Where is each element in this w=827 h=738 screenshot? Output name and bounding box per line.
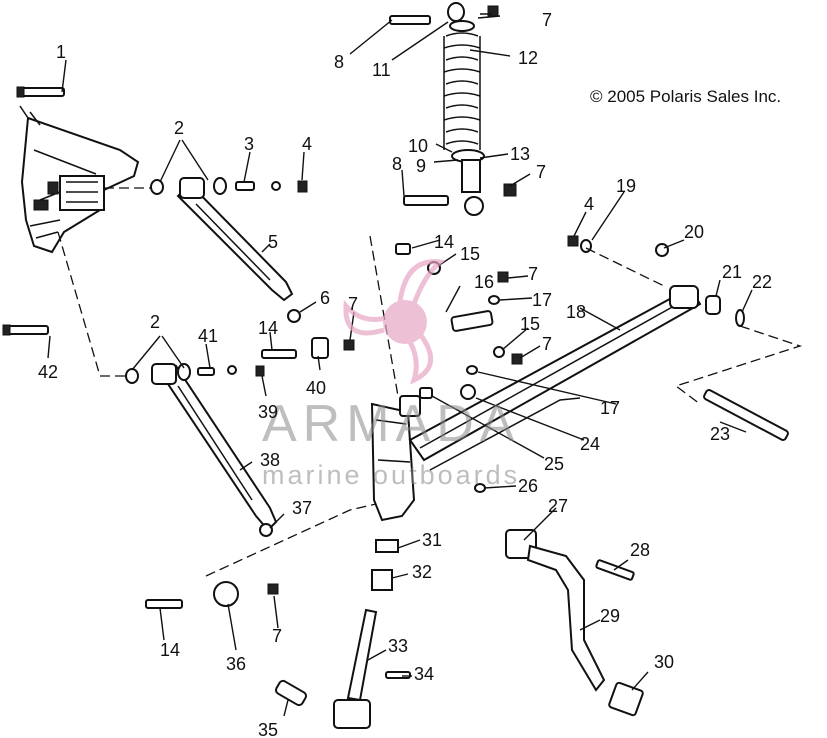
part-label: 7 — [528, 264, 538, 284]
part-label: 21 — [722, 262, 742, 282]
part-label: 7 — [348, 294, 358, 314]
part-label: 18 — [566, 302, 586, 322]
part-label: 1 — [56, 42, 66, 62]
part-label: 28 — [630, 540, 650, 560]
part-label: 13 — [510, 144, 530, 164]
part-label: 39 — [258, 402, 278, 422]
part-label: 38 — [260, 450, 280, 470]
brake-linkage — [505, 529, 644, 717]
part-label: 25 — [544, 454, 564, 474]
part-label: 37 — [292, 498, 312, 518]
part-label: 2 — [174, 118, 184, 138]
shock-absorber — [389, 2, 517, 216]
part-label: 32 — [412, 562, 432, 582]
bolt-42 — [2, 324, 49, 336]
part-label: 7 — [536, 162, 546, 182]
copyright-text: © 2005 Polaris Sales Inc. — [590, 87, 781, 106]
trailing-arm — [408, 285, 789, 471]
part-label: 7 — [272, 626, 282, 646]
watermark-logo — [343, 259, 446, 385]
part-label: 8 — [334, 52, 344, 72]
part-label: 11 — [372, 60, 391, 80]
part-label: 33 — [388, 636, 408, 656]
part-label: 3 — [244, 134, 254, 154]
part-label: 35 — [258, 720, 278, 738]
watermark-title: ARMADA — [262, 395, 520, 453]
part-label: 41 — [198, 326, 218, 346]
part-label: 42 — [38, 362, 58, 382]
part-label: 14 — [160, 640, 180, 660]
part-label: 29 — [600, 606, 620, 626]
part-label: 23 — [710, 424, 730, 444]
watermark-subtitle: marine outboards — [262, 460, 520, 490]
watermark: ARMADA marine outboards — [262, 259, 520, 490]
part-label: 6 — [320, 288, 330, 308]
part-label: 16 — [474, 272, 494, 292]
part-label: 22 — [752, 272, 772, 292]
part-label: 8 — [392, 154, 402, 174]
part-label: 27 — [548, 496, 568, 516]
part-label: 34 — [414, 664, 434, 684]
part-label: 19 — [616, 176, 636, 196]
part-label: 40 — [306, 378, 326, 398]
part-label: 7 — [542, 334, 552, 354]
spindle-post — [274, 395, 421, 729]
part-label: 15 — [520, 314, 540, 334]
upper-a-arm — [150, 177, 308, 323]
part-label: 14 — [434, 232, 454, 252]
part-label: 30 — [654, 652, 674, 672]
part-label: 15 — [460, 244, 480, 264]
bolt-1 — [16, 86, 65, 98]
part-label: 10 — [408, 136, 428, 156]
part-label: 14 — [258, 318, 278, 338]
part-label: 36 — [226, 654, 246, 674]
part-label: 17 — [600, 398, 620, 418]
part-label: 7 — [542, 10, 552, 30]
lower-a-arm — [125, 363, 278, 537]
hardware — [145, 235, 669, 609]
part-label: 5 — [268, 232, 278, 252]
part-label: 9 — [416, 156, 426, 176]
part-label: 12 — [518, 48, 538, 68]
leader-lines — [47, 13, 753, 717]
part-label: 4 — [584, 194, 594, 214]
part-label: 4 — [302, 134, 312, 154]
part-label: 17 — [532, 290, 552, 310]
part-label: 31 — [422, 530, 442, 550]
part-label: 20 — [684, 222, 704, 242]
part-label: 2 — [150, 312, 160, 332]
part-label: 24 — [580, 434, 600, 454]
part-label: 26 — [518, 476, 538, 496]
frame-bracket — [19, 105, 140, 254]
